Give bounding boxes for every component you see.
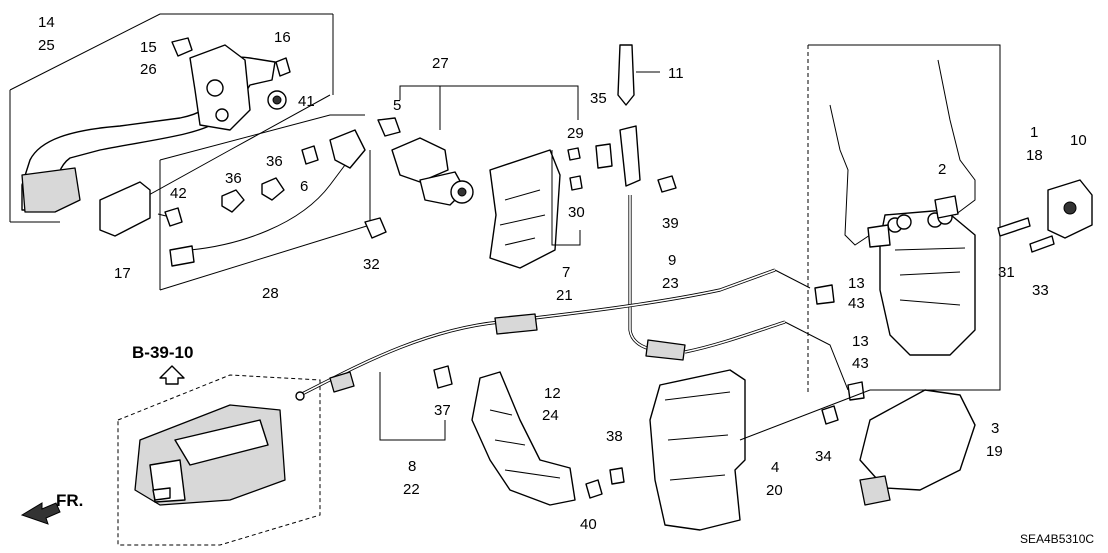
callout-14: 14 <box>38 14 55 31</box>
callout-2: 2 <box>938 161 946 178</box>
callout-42: 42 <box>170 185 187 202</box>
callout-31: 31 <box>998 264 1015 281</box>
actuator-assembly <box>609 369 976 531</box>
protector-plate <box>489 147 583 269</box>
callout-35: 35 <box>590 90 607 107</box>
callout-9: 9 <box>668 252 676 269</box>
callout-43-a: 43 <box>848 295 865 312</box>
callout-19: 19 <box>986 443 1003 460</box>
callout-4: 4 <box>771 459 779 476</box>
callout-17: 17 <box>114 265 131 282</box>
striker-and-bolts <box>997 179 1093 253</box>
callout-21: 21 <box>556 287 573 304</box>
callout-37: 37 <box>434 402 451 419</box>
callout-7: 7 <box>562 264 570 281</box>
callout-11: 11 <box>668 65 684 82</box>
inner-handle-bracket <box>433 365 603 506</box>
callout-29: 29 <box>567 125 584 142</box>
cylinder-rod-group <box>159 114 371 291</box>
callout-30: 30 <box>568 204 585 221</box>
cable-rod-assembly <box>295 44 865 441</box>
callout-22: 22 <box>403 481 420 498</box>
callout-32: 32 <box>363 256 380 273</box>
callout-3: 3 <box>991 420 999 437</box>
outer-handle-group <box>9 13 334 237</box>
callout-6: 6 <box>300 178 308 195</box>
callout-25: 25 <box>38 37 55 54</box>
callout-33: 33 <box>1032 282 1049 299</box>
inner-handle-reference <box>117 374 321 546</box>
callout-28: 28 <box>262 285 279 302</box>
callout-18: 18 <box>1026 147 1043 164</box>
callout-13-b: 13 <box>852 333 869 350</box>
door-lock-assembly <box>774 44 1001 392</box>
key-cylinder-assembly <box>364 85 579 239</box>
callout-10: 10 <box>1070 132 1087 149</box>
callout-39: 39 <box>662 215 679 232</box>
front-direction-arrow-icon <box>20 502 61 525</box>
reference-label: B-39-10 <box>132 343 193 362</box>
callout-27: 27 <box>432 55 449 72</box>
callout-23: 23 <box>662 275 679 292</box>
callout-labels: 14 25 15 26 16 41 27 5 29 11 35 30 39 1 … <box>38 14 1094 546</box>
callout-43-b: 43 <box>852 355 869 372</box>
callout-41: 41 <box>298 93 315 110</box>
callout-15: 15 <box>140 39 157 56</box>
callout-12: 12 <box>544 385 561 402</box>
callout-20: 20 <box>766 482 783 499</box>
callout-26: 26 <box>140 61 157 78</box>
callout-34: 34 <box>815 448 832 465</box>
callout-13-a: 13 <box>848 275 865 292</box>
callout-36-a: 36 <box>225 170 242 187</box>
callout-36-b: 36 <box>266 153 283 170</box>
callout-16: 16 <box>274 29 291 46</box>
callout-5: 5 <box>393 97 401 114</box>
callout-38: 38 <box>606 428 623 445</box>
callout-1: 1 <box>1030 124 1038 141</box>
callout-8: 8 <box>408 458 416 475</box>
up-arrow-icon <box>159 365 185 385</box>
direction-label: FR. <box>56 491 83 510</box>
callout-40: 40 <box>580 516 597 533</box>
diagram-code: SEA4B5310C <box>1020 532 1094 546</box>
callout-24: 24 <box>542 407 559 424</box>
